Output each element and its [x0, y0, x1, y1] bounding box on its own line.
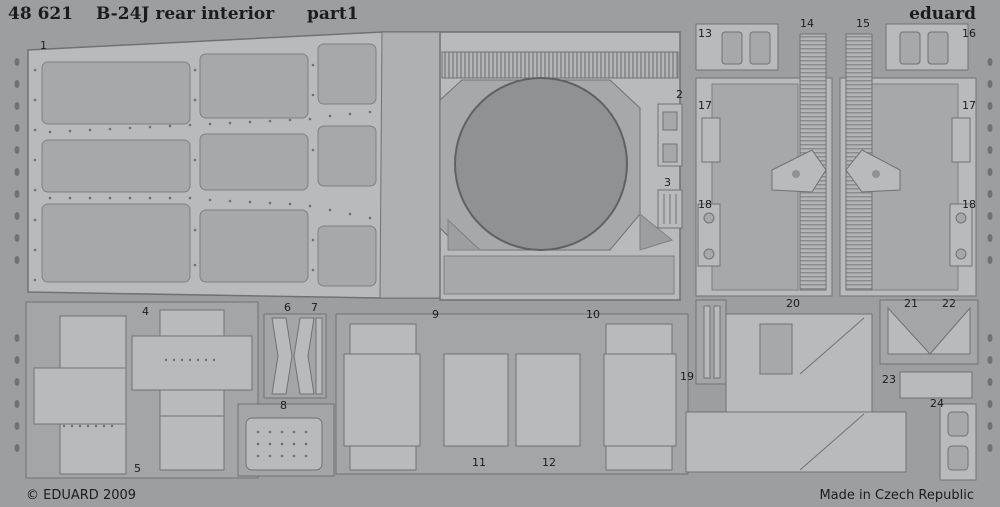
part-number-label: 17 — [962, 99, 976, 112]
part-17-18-right — [949, 117, 973, 267]
right-edge-holes — [987, 58, 993, 452]
part-19-20 — [685, 299, 907, 473]
part-number-label: 15 — [856, 17, 870, 30]
part-number-label: 20 — [786, 297, 800, 310]
part-number-label: 8 — [280, 399, 287, 412]
part-2-3-small-parts — [657, 103, 683, 229]
origin-label: Made in Czech Republic — [819, 488, 974, 503]
part-number-label: 17 — [698, 99, 712, 112]
fret-part: part1 — [307, 4, 359, 24]
part-number-label: 18 — [698, 198, 712, 211]
copyright: © EDUARD 2009 — [26, 488, 137, 503]
part-number-label: 14 — [800, 17, 814, 30]
part-13-boxes — [695, 23, 779, 71]
part-number-label: 9 — [432, 308, 439, 321]
part-number-label: 3 — [664, 176, 671, 189]
part-number-label: 1 — [40, 39, 47, 52]
fret-title: B-24J rear interior — [96, 4, 275, 24]
part-1-wall-panel — [27, 31, 441, 299]
part-number-label: 22 — [942, 297, 956, 310]
part-number-label: 19 — [680, 370, 694, 383]
part-8 — [237, 403, 335, 477]
part-number-label: 7 — [311, 301, 318, 314]
part-4-5-box-net — [25, 301, 259, 479]
kit-number: 48 621 — [8, 4, 74, 24]
part-number-label: 2 — [676, 88, 683, 101]
part-11-12-panels — [335, 313, 689, 475]
part-number-label: 11 — [472, 456, 486, 469]
part-number-label: 6 — [284, 301, 291, 314]
part-number-label: 24 — [930, 397, 944, 410]
part-number-label: 21 — [904, 297, 918, 310]
part-24 — [939, 403, 977, 481]
part-number-label: 18 — [962, 198, 976, 211]
part-23 — [899, 371, 973, 399]
brand-name: eduard — [909, 4, 976, 24]
part-16-boxes — [885, 23, 969, 71]
part-number-label: 4 — [142, 305, 149, 318]
hatch-panel — [439, 31, 681, 301]
left-edge-holes — [14, 58, 20, 452]
part-number-label: 12 — [542, 456, 556, 469]
part-number-label: 5 — [134, 462, 141, 475]
part-21-22 — [879, 299, 979, 365]
part-number-label: 16 — [962, 27, 976, 40]
part-17-18-left — [697, 117, 721, 267]
part-number-label: 23 — [882, 373, 896, 386]
part-6-7 — [263, 313, 327, 399]
part-number-label: 13 — [698, 27, 712, 40]
part-number-label: 10 — [586, 308, 600, 321]
